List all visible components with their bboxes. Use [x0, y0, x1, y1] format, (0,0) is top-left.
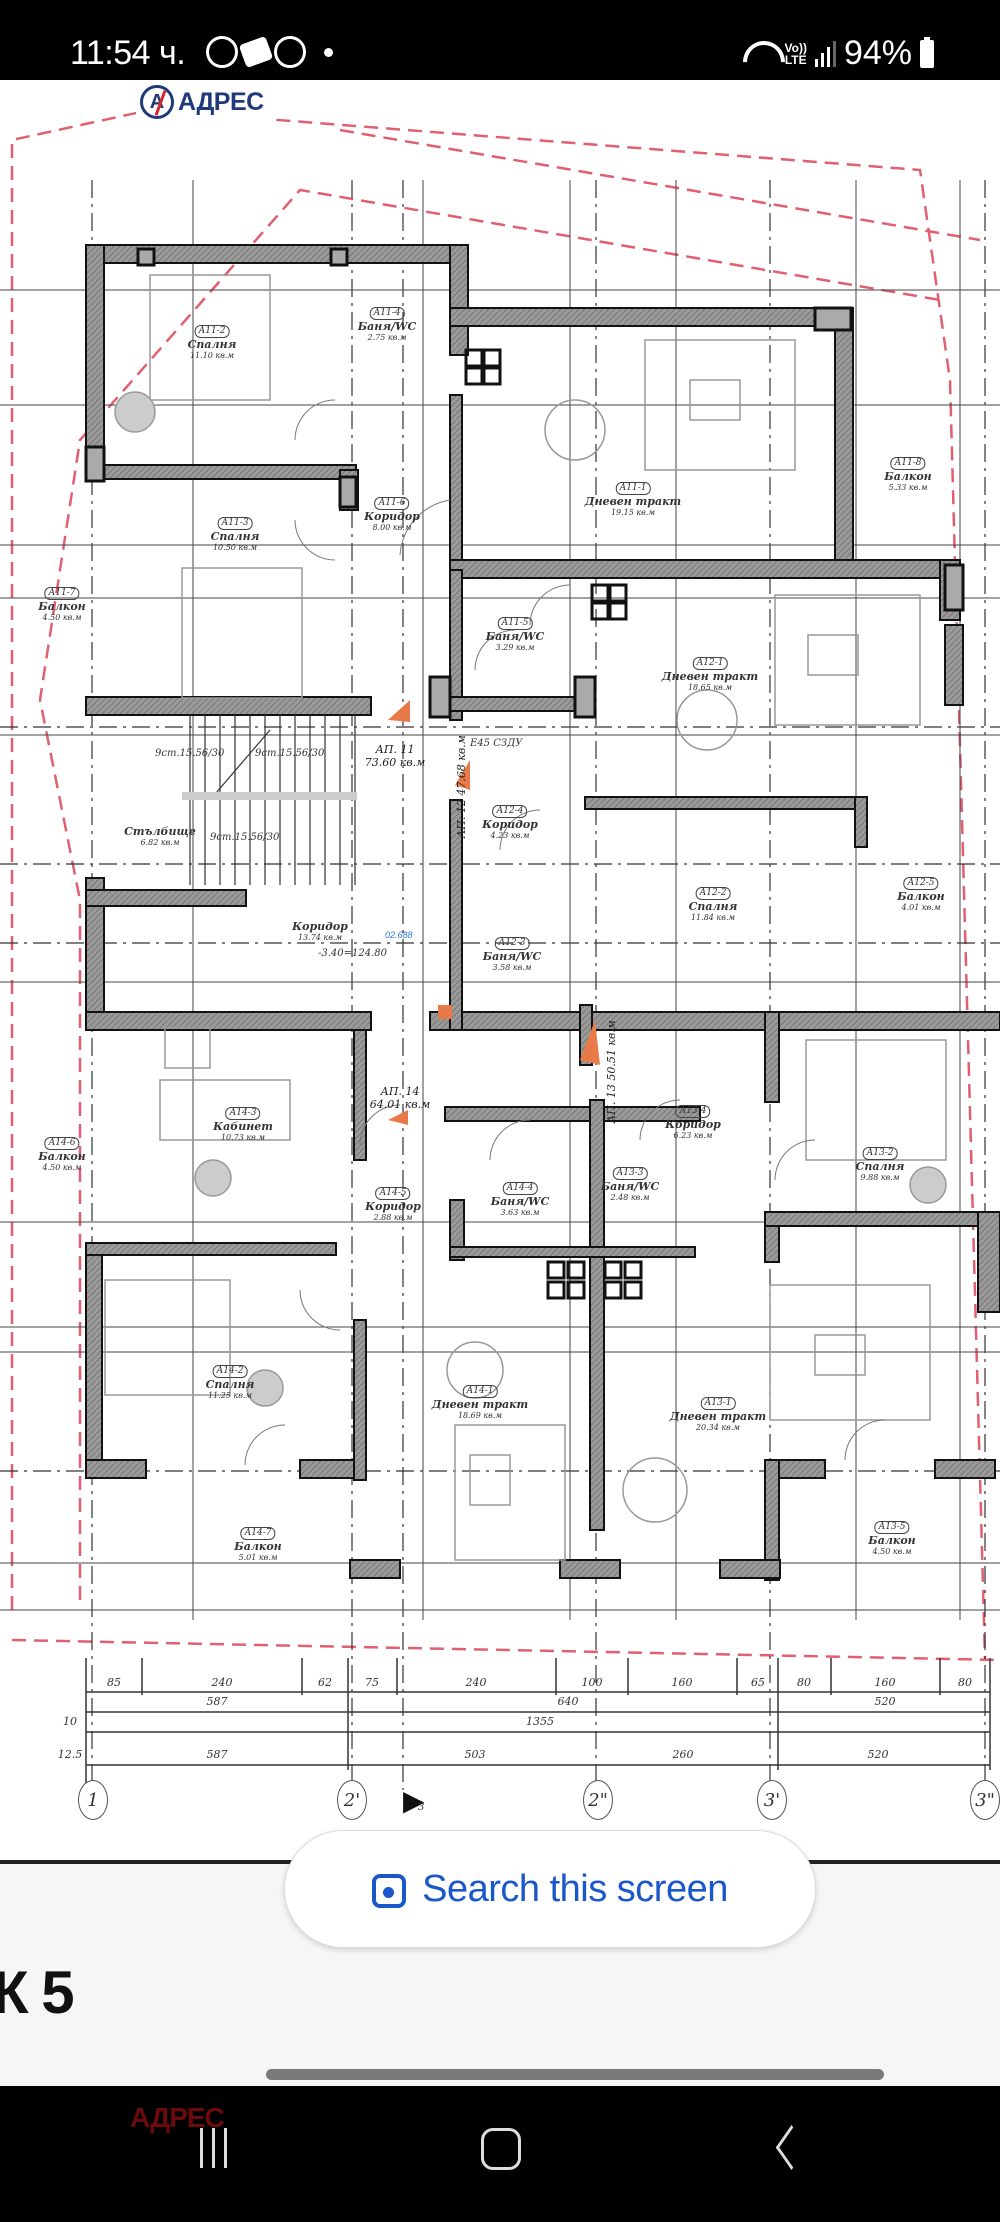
logo-mark-icon: A: [140, 85, 174, 119]
signal-icon: [814, 40, 836, 67]
dimension: 75: [365, 1676, 379, 1689]
battery-icon: [920, 36, 934, 68]
dimension: 1355: [526, 1715, 554, 1728]
level-marker: 02.688: [385, 930, 413, 940]
dimension: 80: [958, 1676, 972, 1689]
elevator-note: Е45 СЗДУ: [470, 738, 523, 749]
axis-marker: 1: [78, 1780, 108, 1820]
navigation-bar: [0, 2088, 1000, 2222]
recents-button[interactable]: [200, 2128, 227, 2168]
apartment-label: АП. 12 47.68 кв.м: [454, 735, 468, 839]
dimension: 520: [867, 1748, 889, 1761]
page-title-partial: К 5: [0, 1959, 75, 2026]
apartment-label: АП. 13 50.51 кв.м: [604, 1020, 618, 1124]
axis-marker: 2': [337, 1780, 367, 1820]
scroll-indicator[interactable]: [266, 2069, 884, 2080]
stair-note: 9ст.15.56/30: [210, 832, 280, 843]
dimension: 65: [751, 1676, 765, 1689]
status-right: Vo))LTE 94%: [743, 34, 934, 73]
stair-note: 9ст.15.56/30: [255, 748, 325, 759]
dimension: 240: [211, 1676, 233, 1689]
battery-percent: 94%: [843, 34, 912, 72]
mail-icon: [238, 35, 274, 69]
notification-icons: [206, 35, 333, 69]
dimension: 240: [465, 1676, 487, 1689]
dimension: 80: [797, 1676, 811, 1689]
dimension: 62: [318, 1676, 332, 1689]
dimension: 160: [874, 1676, 896, 1689]
search-this-screen-button[interactable]: Search this screen: [284, 1830, 816, 1948]
level-note: -3.40=124.80: [318, 948, 388, 959]
floor-plan-drawing: [0, 108, 1000, 1790]
dimension: 587: [206, 1695, 228, 1708]
agency-logo: A АДРЕС: [136, 80, 276, 126]
stair-note: 9ст.15.56/30: [155, 748, 225, 759]
dimension: 260: [672, 1748, 694, 1761]
status-time: 11:54 ч.: [70, 34, 186, 72]
more-notifications-dot-icon: [324, 47, 333, 57]
watermark-text: АДРЕС: [130, 2102, 225, 2133]
axis-marker: 3': [757, 1780, 787, 1820]
dimension: 503: [464, 1748, 486, 1761]
logo-text: АДРЕС: [178, 87, 264, 116]
dimension: 640: [557, 1695, 579, 1708]
dimension: 10: [63, 1715, 77, 1728]
viber-icon: [206, 36, 238, 68]
section-marker-label: 3: [418, 1802, 425, 1813]
section-marker-icon: ▶: [403, 1785, 425, 1816]
status-bar: 11:54 ч. Vo))LTE 94%: [0, 0, 1000, 80]
wifi-icon: [743, 41, 777, 67]
axis-marker: 2": [583, 1780, 613, 1820]
dimension: 587: [206, 1748, 228, 1761]
dimension: 85: [107, 1676, 121, 1689]
volte-icon: Vo))LTE: [784, 40, 807, 67]
dimension: 520: [874, 1695, 896, 1708]
dimension: 100: [581, 1676, 603, 1689]
viber-icon: [274, 36, 306, 68]
search-this-screen-label: Search this screen: [422, 1867, 728, 1910]
home-button[interactable]: [481, 2128, 521, 2170]
back-button[interactable]: [770, 2128, 796, 2172]
dimension: 12.5: [57, 1748, 83, 1761]
dimension: 160: [671, 1676, 693, 1689]
google-lens-icon: [372, 1870, 407, 1908]
axis-marker: 3": [970, 1780, 1000, 1820]
